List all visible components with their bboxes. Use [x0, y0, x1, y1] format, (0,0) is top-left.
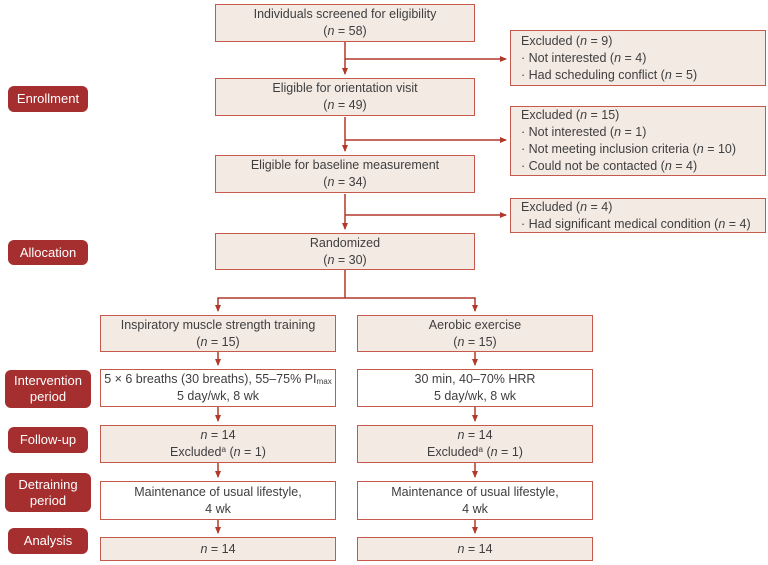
group-n: (n = 15) [196, 334, 240, 349]
group-title: Inspiratory muscle strength training [120, 317, 316, 332]
stage-label-text: Enrollment [16, 91, 80, 106]
excluded-item: · Could not be contacted (n = 4) [521, 159, 698, 173]
stage-label-text: Detraining period [18, 476, 78, 508]
box-baseline-title: Eligible for baseline measurement [250, 158, 440, 172]
stage-label-text: Intervention period [14, 373, 82, 404]
stage-label-analysis: Analysis [8, 528, 88, 554]
box-aerobic-intervention: 30 min, 40–70% HRR 5 day/wk, 8 wk [357, 369, 593, 407]
box-screened: Individuals screened for eligibility (n … [215, 4, 475, 42]
stage-label-allocation: Allocation [8, 240, 88, 265]
box-imst-followup: n = 14 Excludeda (n = 1) [100, 425, 336, 463]
excluded-title: Excluded (n = 4) [521, 199, 613, 214]
box-imst-group: Inspiratory muscle strength training (n … [100, 315, 336, 352]
followup-n: n = 14 [457, 428, 493, 442]
excluded-title: Excluded (n = 9) [521, 33, 613, 48]
detraining-line: 4 wk [462, 501, 488, 516]
excluded-item: · Not interested (n = 1) [521, 125, 647, 139]
excluded-item: · Had scheduling conflict (n = 5) [521, 67, 698, 82]
analysis-n: n = 14 [200, 541, 236, 556]
intervention-line: 5 day/wk, 8 wk [434, 389, 516, 403]
box-imst-detraining: Maintenance of usual lifestyle, 4 wk [100, 481, 336, 520]
detraining-line: 4 wk [205, 501, 231, 516]
box-excluded-2: Excluded (n = 15) · Not interested (n = … [510, 106, 766, 176]
followup-n: n = 14 [200, 428, 236, 442]
excluded-item: · Not interested (n = 4) [521, 50, 647, 65]
box-aerobic-detraining: Maintenance of usual lifestyle, 4 wk [357, 481, 593, 520]
box-screened-title: Individuals screened for eligibility [253, 7, 437, 21]
group-title: Aerobic exercise [428, 317, 522, 332]
stage-label-intervention-period: Intervention period [5, 370, 91, 408]
box-aerobic-followup: n = 14 Excludeda (n = 1) [357, 425, 593, 463]
intervention-line: 30 min, 40–70% HRR [414, 372, 536, 386]
box-aerobic-analysis: n = 14 [357, 537, 593, 561]
box-baseline: Eligible for baseline measurement (n = 3… [215, 155, 475, 193]
followup-excluded: Excludeda (n = 1) [170, 444, 266, 459]
excluded-item: · Had significant medical condition (n =… [521, 216, 751, 231]
stage-label-enrollment: Enrollment [8, 86, 88, 112]
box-orientation: Eligible for orientation visit (n = 49) [215, 78, 475, 116]
box-orientation-n: (n = 49) [323, 98, 367, 112]
stage-label-detraining-period: Detraining period [5, 473, 91, 512]
excluded-item: · Not meeting inclusion criteria (n = 10… [521, 142, 737, 156]
box-excluded-1: Excluded (n = 9) · Not interested (n = 4… [510, 30, 766, 86]
detraining-line: Maintenance of usual lifestyle, [134, 484, 302, 499]
stage-label-text: Analysis [23, 533, 73, 548]
excluded-title: Excluded (n = 15) [521, 108, 620, 122]
group-n: (n = 15) [453, 334, 497, 349]
box-orientation-title: Eligible for orientation visit [272, 81, 418, 95]
box-screened-n: (n = 58) [323, 24, 367, 38]
stage-label-follow-up: Follow-up [8, 427, 88, 453]
stage-label-text: Allocation [19, 244, 77, 260]
detraining-line: Maintenance of usual lifestyle, [391, 484, 559, 499]
intervention-line: 5 day/wk, 8 wk [177, 389, 259, 403]
box-randomized-title: Randomized [309, 235, 381, 250]
box-imst-analysis: n = 14 [100, 537, 336, 561]
stage-label-text: Follow-up [19, 432, 77, 447]
box-imst-intervention: 5 × 6 breaths (30 breaths), 55–75% PImax… [100, 369, 336, 407]
box-aerobic-group: Aerobic exercise (n = 15) [357, 315, 593, 352]
intervention-line: 5 × 6 breaths (30 breaths), 55–75% PImax [104, 372, 332, 387]
box-excluded-3: Excluded (n = 4) · Had significant medic… [510, 198, 766, 233]
box-baseline-n: (n = 34) [323, 175, 367, 189]
box-randomized-n: (n = 30) [323, 252, 367, 267]
box-randomized: Randomized (n = 30) [215, 233, 475, 270]
followup-excluded: Excludeda (n = 1) [427, 444, 523, 459]
analysis-n: n = 14 [457, 541, 493, 556]
